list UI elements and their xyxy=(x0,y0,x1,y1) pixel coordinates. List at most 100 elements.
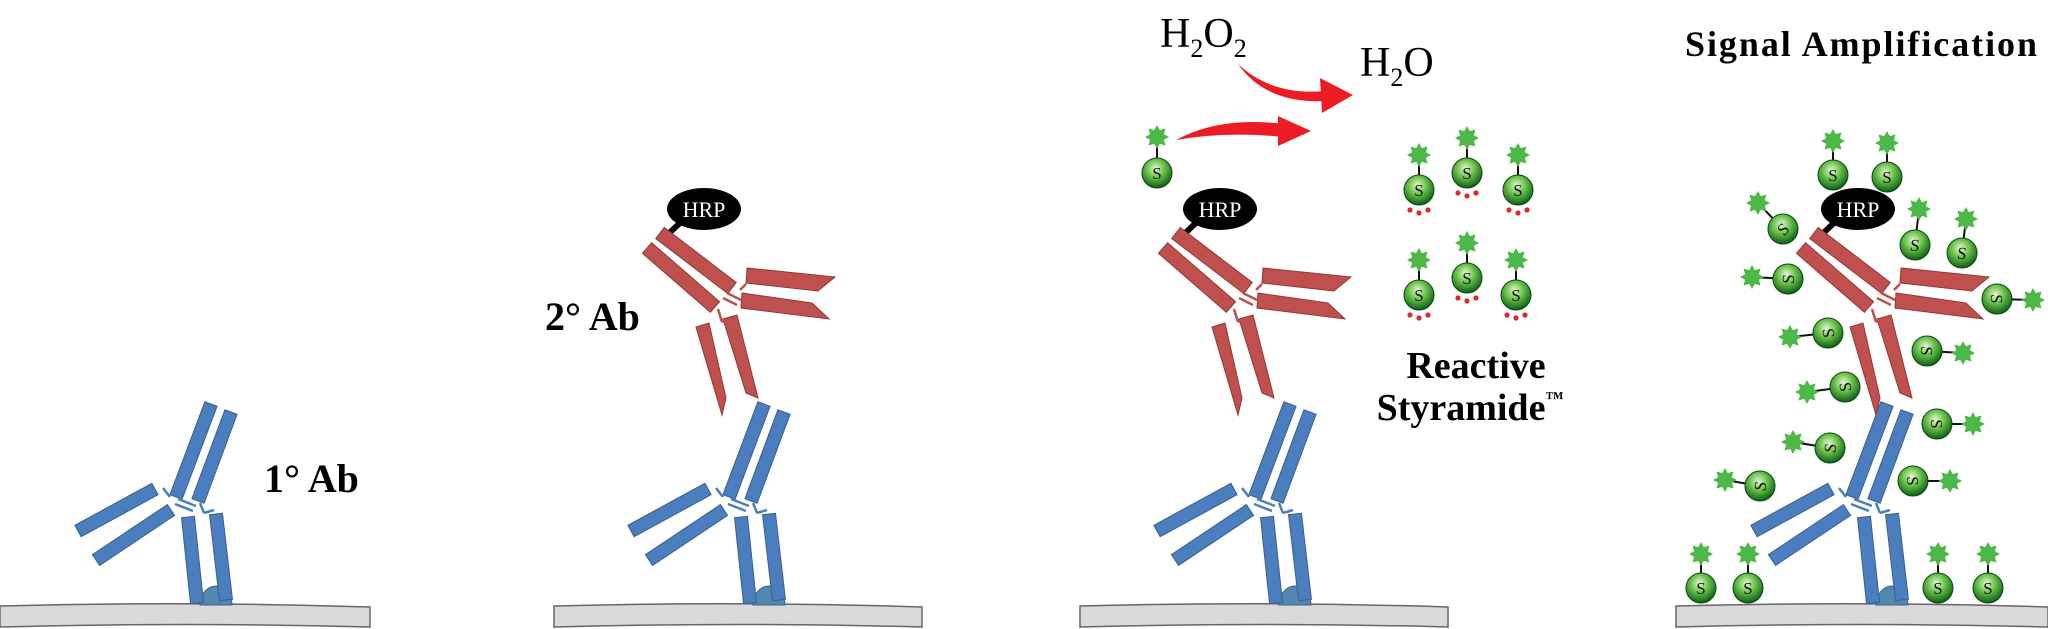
styramide-letter: S xyxy=(1743,579,1752,598)
styramide-molecule: S xyxy=(1911,335,1975,367)
substrate-surface xyxy=(553,602,923,628)
hrp-label: HRP xyxy=(683,197,726,222)
styramide-molecule: S xyxy=(1685,542,1717,604)
surface-slab xyxy=(553,602,923,628)
styramide-ball xyxy=(1744,470,1776,502)
reactive-radical-dot xyxy=(1407,207,1413,213)
hrp-enzyme: HRP xyxy=(667,188,741,230)
primary-ab-hinge-bonds xyxy=(1241,487,1294,515)
styramide-ball xyxy=(1403,174,1435,206)
styramide-ball xyxy=(1814,432,1846,464)
reactive-radical-dot xyxy=(1425,207,1431,213)
fluorophore-star-icon xyxy=(1875,131,1899,155)
styramide-molecule: S xyxy=(1897,465,1962,497)
styramide-molecule: S xyxy=(1981,283,2045,315)
fluorophore-star-icon xyxy=(1938,469,1962,493)
styramide-molecule: S xyxy=(1746,191,1799,245)
reactive-radical-dot xyxy=(1506,207,1512,213)
primary-ab-fc-chain xyxy=(1287,512,1313,602)
reactive-radical-dot xyxy=(1464,298,1470,304)
secondary-antibody: HRP xyxy=(641,188,837,417)
secondary-ab-hinge-bonds xyxy=(1870,283,1901,324)
primary-ab-label: 1° Ab xyxy=(264,456,359,501)
secondary-ab-right-arm xyxy=(1256,292,1347,320)
styramide-letter: S xyxy=(1152,164,1161,183)
styramide-ball xyxy=(1829,371,1861,403)
styramide-letter: S xyxy=(1903,476,1922,485)
secondary-ab-fc-chain xyxy=(1849,322,1881,417)
fluorophore-star-icon xyxy=(1778,325,1802,349)
fluorophore-star-icon xyxy=(1907,197,1931,221)
styramide-ball xyxy=(1871,161,1903,193)
secondary-ab-fc-chain xyxy=(1876,314,1913,399)
styramide-letter: S xyxy=(1513,181,1522,200)
secondary-ab-right-arm xyxy=(1899,267,1991,292)
fluorophore-star-icon xyxy=(1407,143,1431,167)
fluorophore-star-icon xyxy=(1821,129,1845,153)
primary-ab-hinge-bonds xyxy=(715,487,768,515)
secondary-ab-fc-chain xyxy=(1238,314,1275,399)
secondary-ab-right-arm xyxy=(1261,267,1353,292)
reactive-styramide-caption-line2: Styramide™ xyxy=(1377,387,1564,429)
primary-ab-fc-chain xyxy=(1856,515,1881,605)
reactive-radical-dot xyxy=(1455,295,1461,301)
surface-slab xyxy=(1675,602,2048,628)
styramide-letter: S xyxy=(1983,579,1992,598)
surface-slab xyxy=(1079,602,1449,628)
fluorophore-star-icon xyxy=(1504,248,1528,272)
hrp-ellipse xyxy=(1183,188,1257,230)
hrp-enzyme: HRP xyxy=(1821,188,1895,230)
secondary-ab-heavy-arm xyxy=(1171,226,1253,295)
primary-antibody xyxy=(627,401,791,606)
secondary-ab-light-arm xyxy=(1795,242,1875,313)
fluorophore-star-icon xyxy=(1795,380,1819,404)
primary-antibody xyxy=(1153,401,1317,606)
styramide-molecule: S xyxy=(1795,371,1861,404)
styramide-letter: S xyxy=(1819,327,1839,338)
secondary-ab-light-arm xyxy=(1157,242,1237,313)
styramide-letter: S xyxy=(1882,168,1891,187)
product-h2o-label: H2O xyxy=(1360,40,1434,92)
fluorophore-star-icon xyxy=(1736,542,1760,566)
primary-ab-left-light-arm xyxy=(1170,503,1255,567)
hrp-label: HRP xyxy=(1199,197,1242,222)
secondary-antibody: HRP xyxy=(1795,188,1991,417)
styramide-letter: S xyxy=(1414,181,1423,200)
primary-ab-left-heavy-arm xyxy=(74,482,159,538)
fluorophore-star-icon xyxy=(1746,191,1770,215)
fluorophore-star-icon xyxy=(1926,542,1950,566)
styramide-molecule: S xyxy=(1871,131,1903,193)
styramide-ball xyxy=(1911,335,1943,367)
surfaces xyxy=(0,602,2048,628)
hrp-enzyme: HRP xyxy=(1183,188,1257,230)
styramide-molecule: S xyxy=(1817,129,1849,191)
styramide-letter: S xyxy=(1987,294,2006,304)
fluorophore-star-icon xyxy=(1455,231,1479,255)
hrp-ellipse xyxy=(667,188,741,230)
styramide-letter: S xyxy=(1927,419,1946,428)
reaction-arrows xyxy=(1176,64,1353,146)
reactive-styramide-molecule: S xyxy=(1502,143,1534,216)
styramide-ball xyxy=(1922,572,1954,604)
hrp-label: HRP xyxy=(1837,197,1880,222)
styramide-letter: S xyxy=(1917,346,1936,356)
styramide-molecule: S xyxy=(1740,263,1804,295)
secondary-ab-hinge-bonds xyxy=(1232,283,1263,324)
styramide-ball xyxy=(1921,408,1953,440)
styramide-ball xyxy=(1772,263,1804,295)
primary-ab-light-arm xyxy=(744,409,791,504)
primary-ab-left-light-arm xyxy=(644,503,729,567)
styramide-letter: S xyxy=(1909,236,1920,256)
surface-slab xyxy=(0,602,371,628)
primary-antibody xyxy=(74,401,238,606)
fluorophore-star-icon xyxy=(1740,265,1764,289)
secondary-ab-heavy-arm xyxy=(1809,226,1891,295)
primary-ab-left-heavy-arm xyxy=(1153,482,1238,538)
secondary-ab-right-arm xyxy=(1894,292,1985,320)
substrate-surface xyxy=(0,602,371,628)
styramide-letter: S xyxy=(1835,381,1855,393)
secondary-ab-fc-chain xyxy=(695,322,727,417)
styramide-letter: S xyxy=(1462,269,1471,288)
